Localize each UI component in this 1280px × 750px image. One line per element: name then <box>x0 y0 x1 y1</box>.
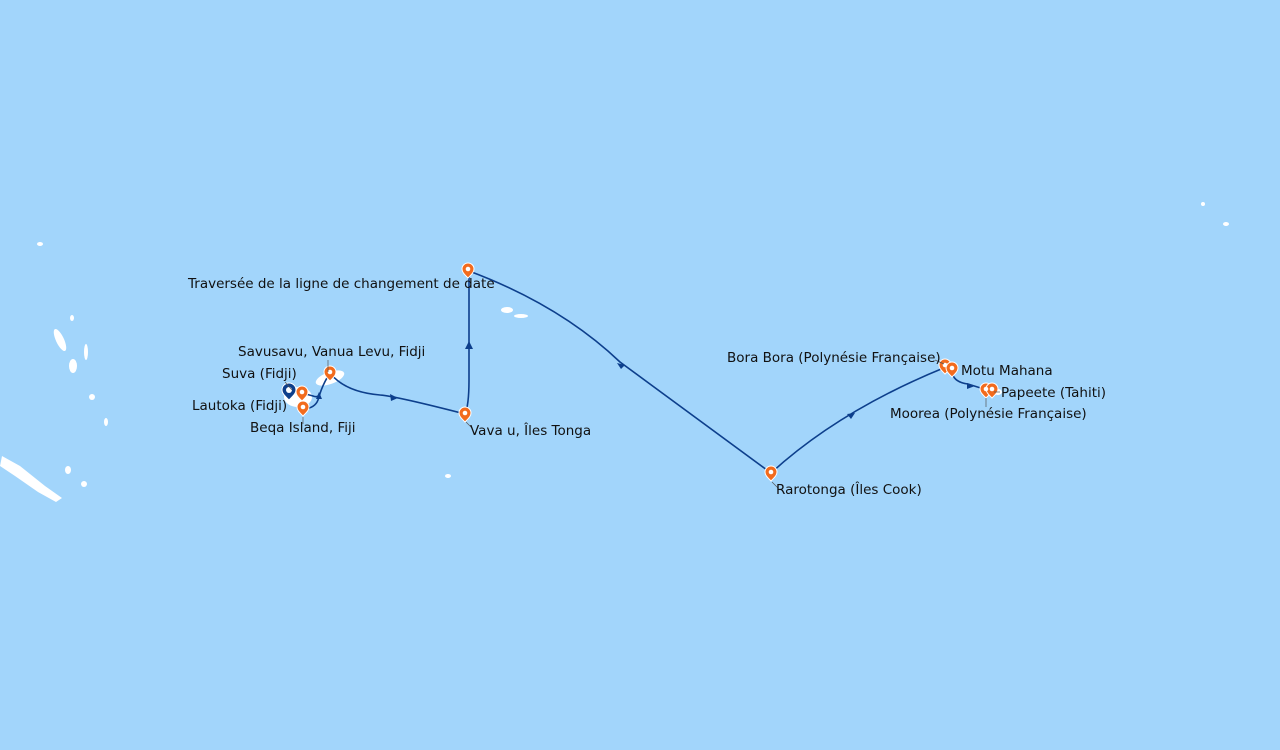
port-label-motu-mahana[interactable]: Motu Mahana <box>961 363 1053 379</box>
route-arrows <box>316 341 975 419</box>
port-label-dateline[interactable]: Traversée de la ligne de changement de d… <box>188 276 495 292</box>
port-label-beqa[interactable]: Beqa Island, Fiji <box>250 420 356 436</box>
port-label-papeete[interactable]: Papeete (Tahiti) <box>1001 385 1107 401</box>
port-label-suva[interactable]: Suva (Fidji) <box>222 366 297 382</box>
port-label-vavau[interactable]: Vava u, Îles Tonga <box>470 423 592 439</box>
port-label-savusavu[interactable]: Savusavu, Vanua Levu, Fidji <box>238 344 426 360</box>
port-label-bora-bora[interactable]: Bora Bora (Polynésie Française) <box>727 350 941 366</box>
label-leaders <box>284 359 1000 489</box>
port-label-lautoka[interactable]: Lautoka (Fidji) <box>192 398 288 414</box>
land-masses <box>0 202 1229 502</box>
port-label-rarotonga[interactable]: Rarotonga (Îles Cook) <box>776 482 922 498</box>
cruise-route <box>288 270 988 474</box>
port-label-moorea[interactable]: Moorea (Polynésie Française) <box>890 406 1087 422</box>
port-markers[interactable] <box>281 262 999 482</box>
